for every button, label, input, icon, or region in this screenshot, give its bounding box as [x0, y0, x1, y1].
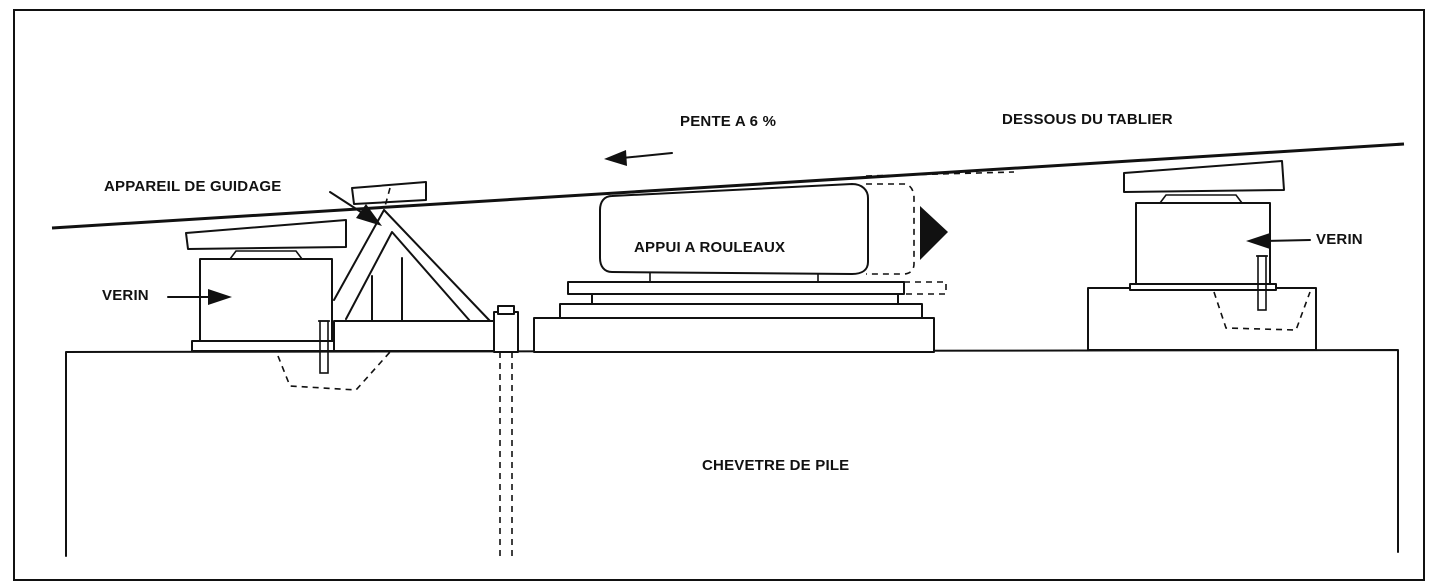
center-anchor-bolt	[493, 305, 519, 556]
arrow-right-bold-icon	[920, 206, 948, 260]
roller-bearing-label: APPUI A ROULEAUX	[634, 239, 785, 256]
arrow-left-icon	[1246, 233, 1311, 249]
left-jack	[185, 219, 391, 391]
deck-underside-line	[51, 142, 1405, 230]
jack-right-label: VERIN	[1316, 231, 1363, 248]
arrow-right-icon	[167, 289, 232, 305]
roller-bearing	[533, 171, 1015, 353]
right-jack	[1087, 160, 1317, 351]
pier-cap-label: CHEVETRE DE PILE	[702, 457, 849, 474]
guide-device	[333, 181, 497, 352]
slope-label: PENTE A 6 %	[680, 113, 776, 130]
pier-cap	[65, 349, 1399, 557]
arrow-down-right-icon	[329, 191, 382, 226]
arrow-left-icon	[604, 150, 673, 166]
deck-underside-label: DESSOUS DU TABLIER	[1002, 111, 1173, 128]
frame	[13, 9, 1425, 581]
guide-device-label: APPAREIL DE GUIDAGE	[104, 178, 281, 195]
jack-left-label: VERIN	[102, 287, 149, 304]
